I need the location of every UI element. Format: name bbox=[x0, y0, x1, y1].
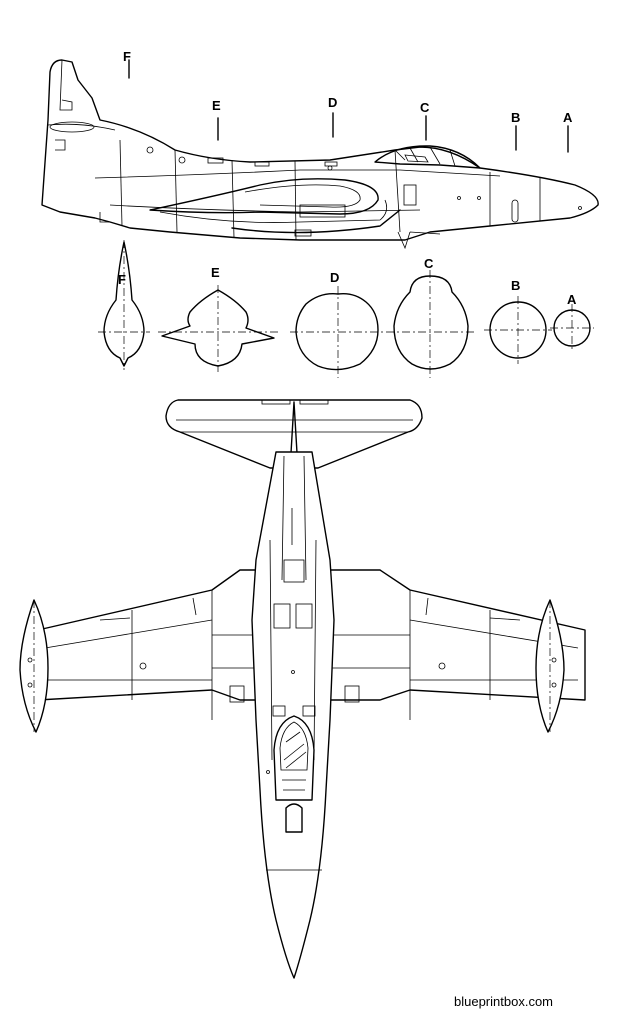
section-label-b: B bbox=[511, 278, 520, 293]
section-label-e: E bbox=[211, 265, 220, 280]
side-label-e: E bbox=[212, 98, 221, 113]
section-e: E bbox=[158, 265, 278, 372]
section-b: B bbox=[484, 278, 552, 364]
section-label-a: A bbox=[567, 292, 577, 307]
side-label-f: F bbox=[123, 49, 131, 64]
watermark-text: blueprintbox.com bbox=[454, 994, 553, 1009]
side-label-d: D bbox=[328, 95, 337, 110]
section-label-d: D bbox=[330, 270, 339, 285]
section-d: D bbox=[290, 270, 386, 378]
cross-sections: F E D C B bbox=[98, 240, 594, 378]
top-view bbox=[19, 399, 586, 979]
side-label-c: C bbox=[420, 100, 430, 115]
section-c: C bbox=[386, 256, 474, 378]
side-fuselage-outline bbox=[41, 59, 599, 241]
section-label-c: C bbox=[424, 256, 434, 271]
section-a: A bbox=[550, 292, 594, 352]
section-label-f: F bbox=[118, 272, 126, 287]
top-horizontal-stabilizer bbox=[165, 399, 423, 469]
top-fuselage-outline bbox=[251, 451, 335, 979]
side-label-b: B bbox=[511, 110, 520, 125]
side-label-a: A bbox=[563, 110, 573, 125]
side-view: F E D C B A bbox=[41, 49, 599, 250]
section-f: F bbox=[98, 240, 150, 370]
